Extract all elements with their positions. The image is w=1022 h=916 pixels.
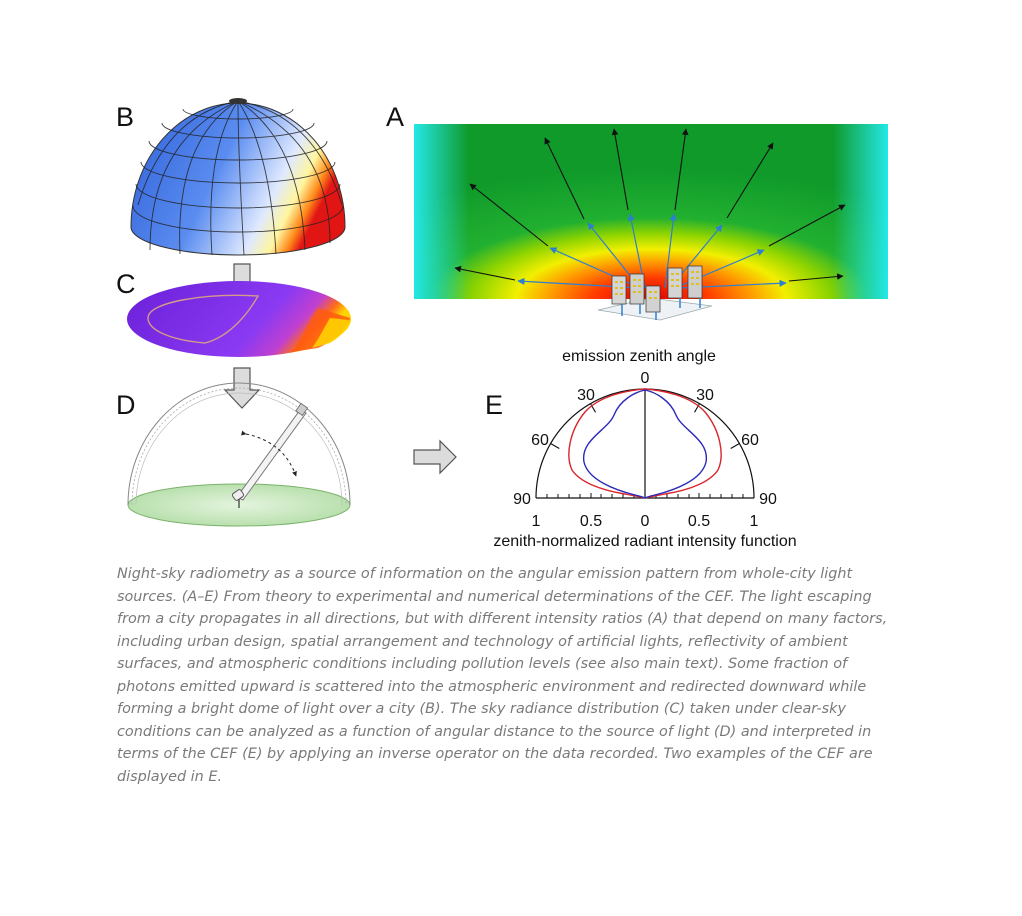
panel-label-e: E bbox=[485, 390, 503, 420]
panel-label-d: D bbox=[116, 390, 136, 420]
radial-label-0: 0 bbox=[641, 513, 650, 530]
panel-label-a: A bbox=[386, 102, 404, 132]
angle-label-90-right: 90 bbox=[759, 491, 777, 508]
polar-title: emission zenith angle bbox=[562, 348, 716, 365]
panel-e-polar-plot: emission zenith angle 0 30 30 60 60 bbox=[493, 348, 796, 550]
panel-d-hemisphere bbox=[127, 382, 351, 527]
panel-b-dome bbox=[130, 98, 346, 256]
angle-label-0: 0 bbox=[641, 370, 650, 387]
angle-label-90-left: 90 bbox=[513, 491, 531, 508]
angle-label-60-right: 60 bbox=[741, 432, 759, 449]
arrow-d-to-e bbox=[413, 439, 457, 475]
panel-label-c: C bbox=[116, 269, 136, 299]
radial-label-1-right: 1 bbox=[750, 513, 759, 530]
city-buildings bbox=[597, 265, 713, 321]
radial-label-05-right: 0.5 bbox=[688, 513, 710, 530]
angle-label-60-left: 60 bbox=[531, 432, 549, 449]
radial-ticks bbox=[546, 493, 744, 498]
angle-label-30-right: 30 bbox=[696, 387, 714, 404]
polar-xlabel: zenith-normalized radiant intensity func… bbox=[493, 533, 796, 550]
radial-label-1-left: 1 bbox=[532, 513, 541, 530]
arrow-c-to-d bbox=[223, 367, 261, 409]
cef-curve-blue bbox=[583, 389, 707, 499]
radial-label-05-left: 0.5 bbox=[580, 513, 602, 530]
figure-caption: Night-sky radiometry as a source of info… bbox=[117, 566, 888, 785]
panel-label-b: B bbox=[116, 102, 134, 132]
figure: B A C D E bbox=[116, 98, 888, 550]
panel-c-radiance-map bbox=[127, 281, 351, 357]
panel-a-propagation-map bbox=[414, 124, 888, 321]
angle-label-30-left: 30 bbox=[577, 387, 595, 404]
